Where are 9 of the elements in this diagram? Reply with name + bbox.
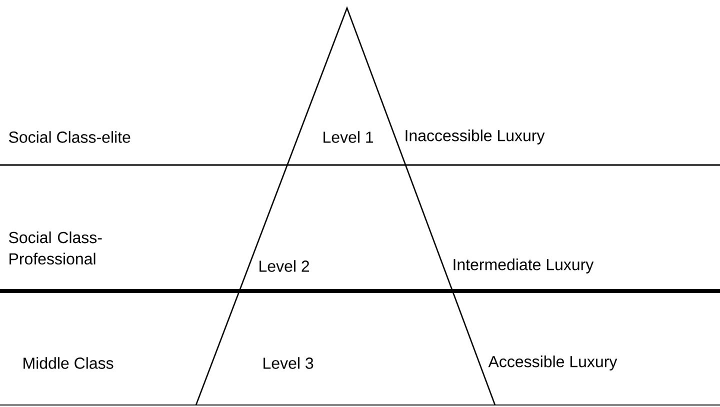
row-label: Social Class-elite — [9, 131, 130, 143]
level-label: Level 1 — [324, 131, 374, 143]
luxury-label: Accessible Luxury — [488, 356, 618, 370]
row-label: Social Class- Professional — [9, 231, 102, 265]
level-label: Level 3 — [264, 357, 314, 369]
luxury-label: Intermediate Luxury — [454, 258, 594, 274]
luxury-label: Inaccessible Luxury — [406, 130, 545, 144]
level-label: Level 2 — [260, 260, 310, 272]
row-label: Middle Class — [24, 357, 114, 369]
